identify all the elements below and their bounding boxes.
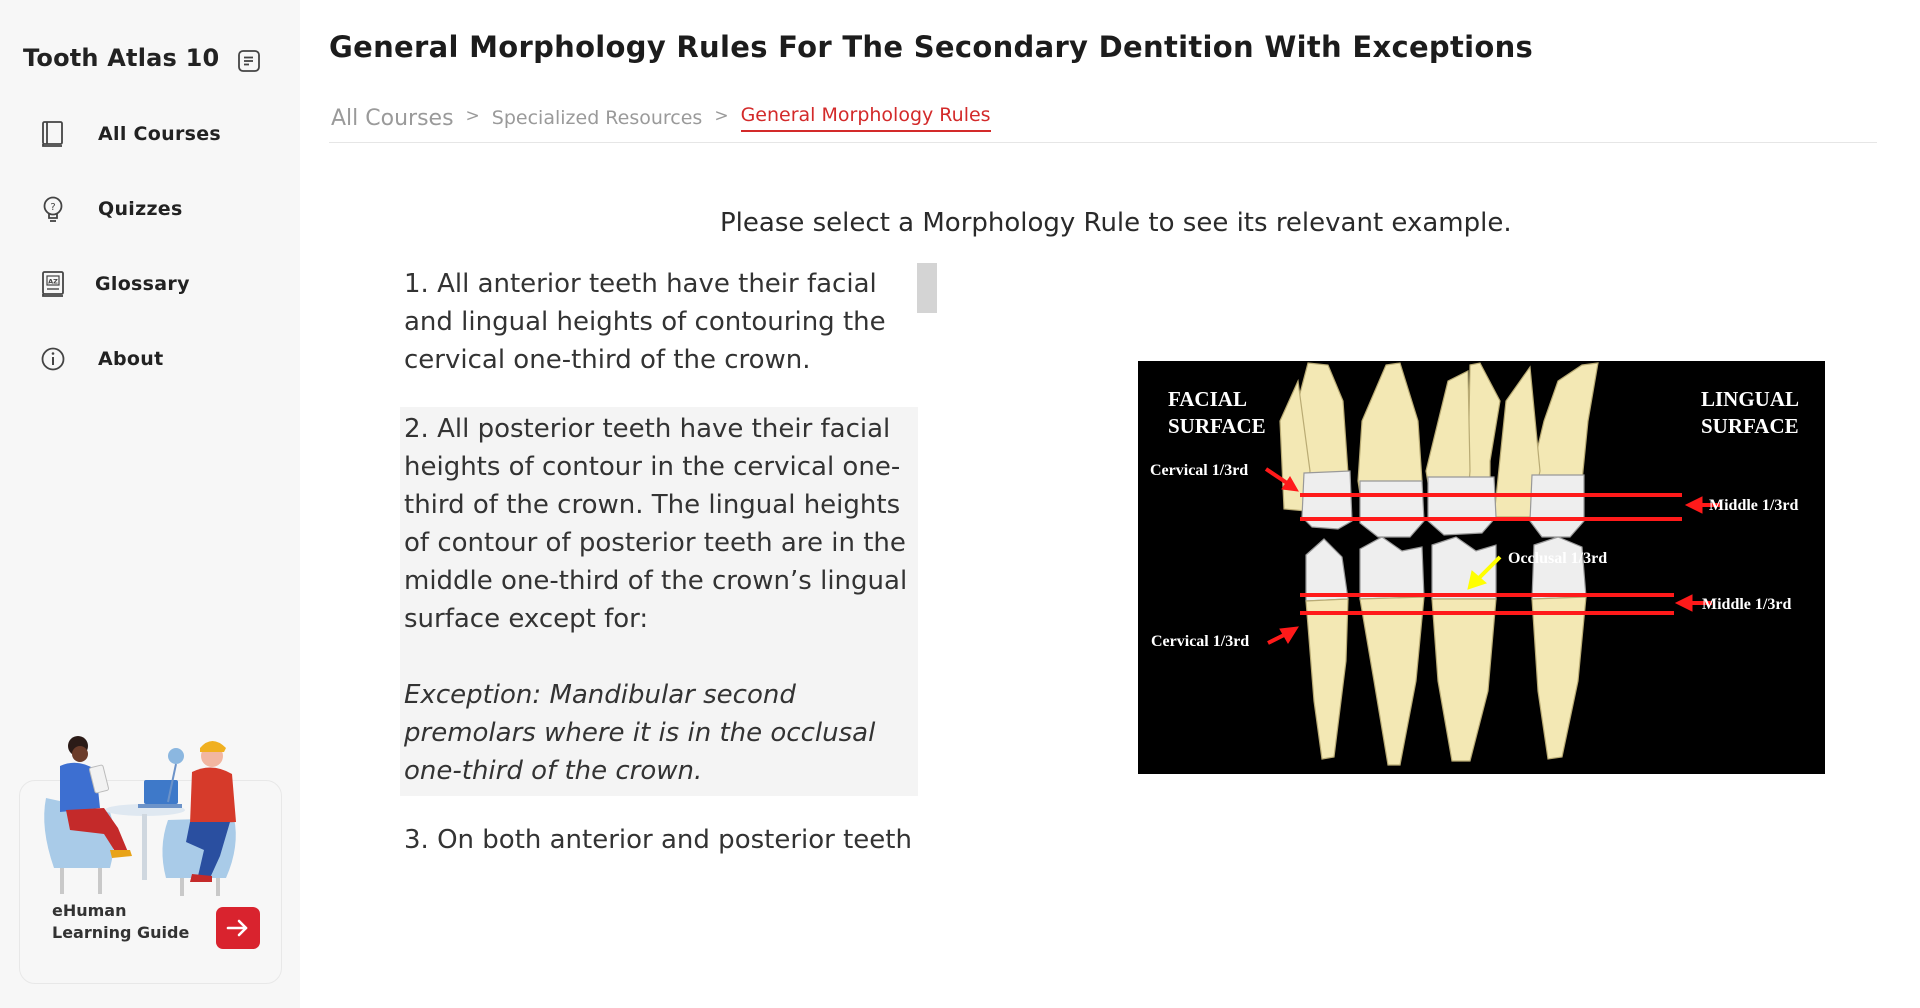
sidebar-item-all-courses[interactable]: All Courses <box>38 114 278 154</box>
lightbulb-icon: ? <box>38 194 68 224</box>
sidebar-item-about[interactable]: About <box>38 339 278 379</box>
sidebar: Tooth Atlas 10 All Courses ? <box>0 0 300 1008</box>
info-icon <box>38 344 68 374</box>
breadcrumb-all-courses[interactable]: All Courses <box>331 105 454 131</box>
rule-item-3[interactable]: 3. On both anterior and posterior teeth … <box>404 825 912 855</box>
arrow-right-icon <box>226 919 248 937</box>
facial-surface-label-2: SURFACE <box>1168 414 1266 438</box>
occlusal-label: Occlusal 1/3rd <box>1508 550 1607 567</box>
breadcrumb: All Courses > Specialized Resources > Ge… <box>331 104 991 132</box>
breadcrumb-divider <box>329 142 1877 143</box>
rule-item-1[interactable]: 1. All anterior teeth have their facial … <box>404 269 886 375</box>
morphology-example-image: FACIAL SURFACE LINGUAL SURFACE Cervical … <box>1138 361 1825 774</box>
rules-list[interactable]: 1. All anterior teeth have their facial … <box>400 262 918 862</box>
sidebar-item-label: About <box>98 348 164 370</box>
learning-guide-label: eHuman Learning Guide <box>52 901 190 942</box>
middle-bottom-label: Middle 1/3rd <box>1702 596 1791 613</box>
middle-top-label: Middle 1/3rd <box>1709 497 1798 514</box>
instruction-text: Please select a Morphology Rule to see i… <box>720 208 1512 238</box>
sidebar-item-glossary[interactable]: AZ Glossary <box>38 264 278 304</box>
breadcrumb-specialized-resources[interactable]: Specialized Resources <box>491 107 703 129</box>
cervical-top-label: Cervical 1/3rd <box>1150 462 1248 479</box>
sidebar-item-quizzes[interactable]: ? Quizzes <box>38 189 278 229</box>
sidebar-item-label: Quizzes <box>98 198 183 220</box>
cervical-bottom-label: Cervical 1/3rd <box>1151 633 1249 650</box>
page-title: General Morphology Rules For The Seconda… <box>329 30 1534 64</box>
breadcrumb-separator: > <box>714 106 729 126</box>
svg-text:?: ? <box>50 202 55 213</box>
glossary-az-icon: AZ <box>38 269 68 299</box>
facial-surface-label-1: FACIAL <box>1168 387 1247 411</box>
sidebar-item-label: Glossary <box>95 273 190 295</box>
svg-text:AZ: AZ <box>48 278 58 286</box>
book-icon <box>38 119 68 149</box>
lingual-surface-label-2: SURFACE <box>1701 414 1799 438</box>
rules-scrollbar[interactable] <box>917 263 937 313</box>
menu-toggle-icon[interactable] <box>237 49 261 73</box>
lingual-surface-label-1: LINGUAL <box>1701 387 1799 411</box>
breadcrumb-separator: > <box>465 106 480 126</box>
sidebar-item-label: All Courses <box>98 123 222 145</box>
rule-item-2[interactable]: 2. All posterior teeth have their facial… <box>400 407 918 796</box>
learning-guide-button[interactable] <box>216 907 260 949</box>
breadcrumb-current: General Morphology Rules <box>740 104 991 132</box>
rule-exception: Exception: Mandibular second premolars w… <box>404 680 876 786</box>
app-title: Tooth Atlas 10 <box>23 44 220 72</box>
learning-guide-illustration <box>40 728 270 900</box>
